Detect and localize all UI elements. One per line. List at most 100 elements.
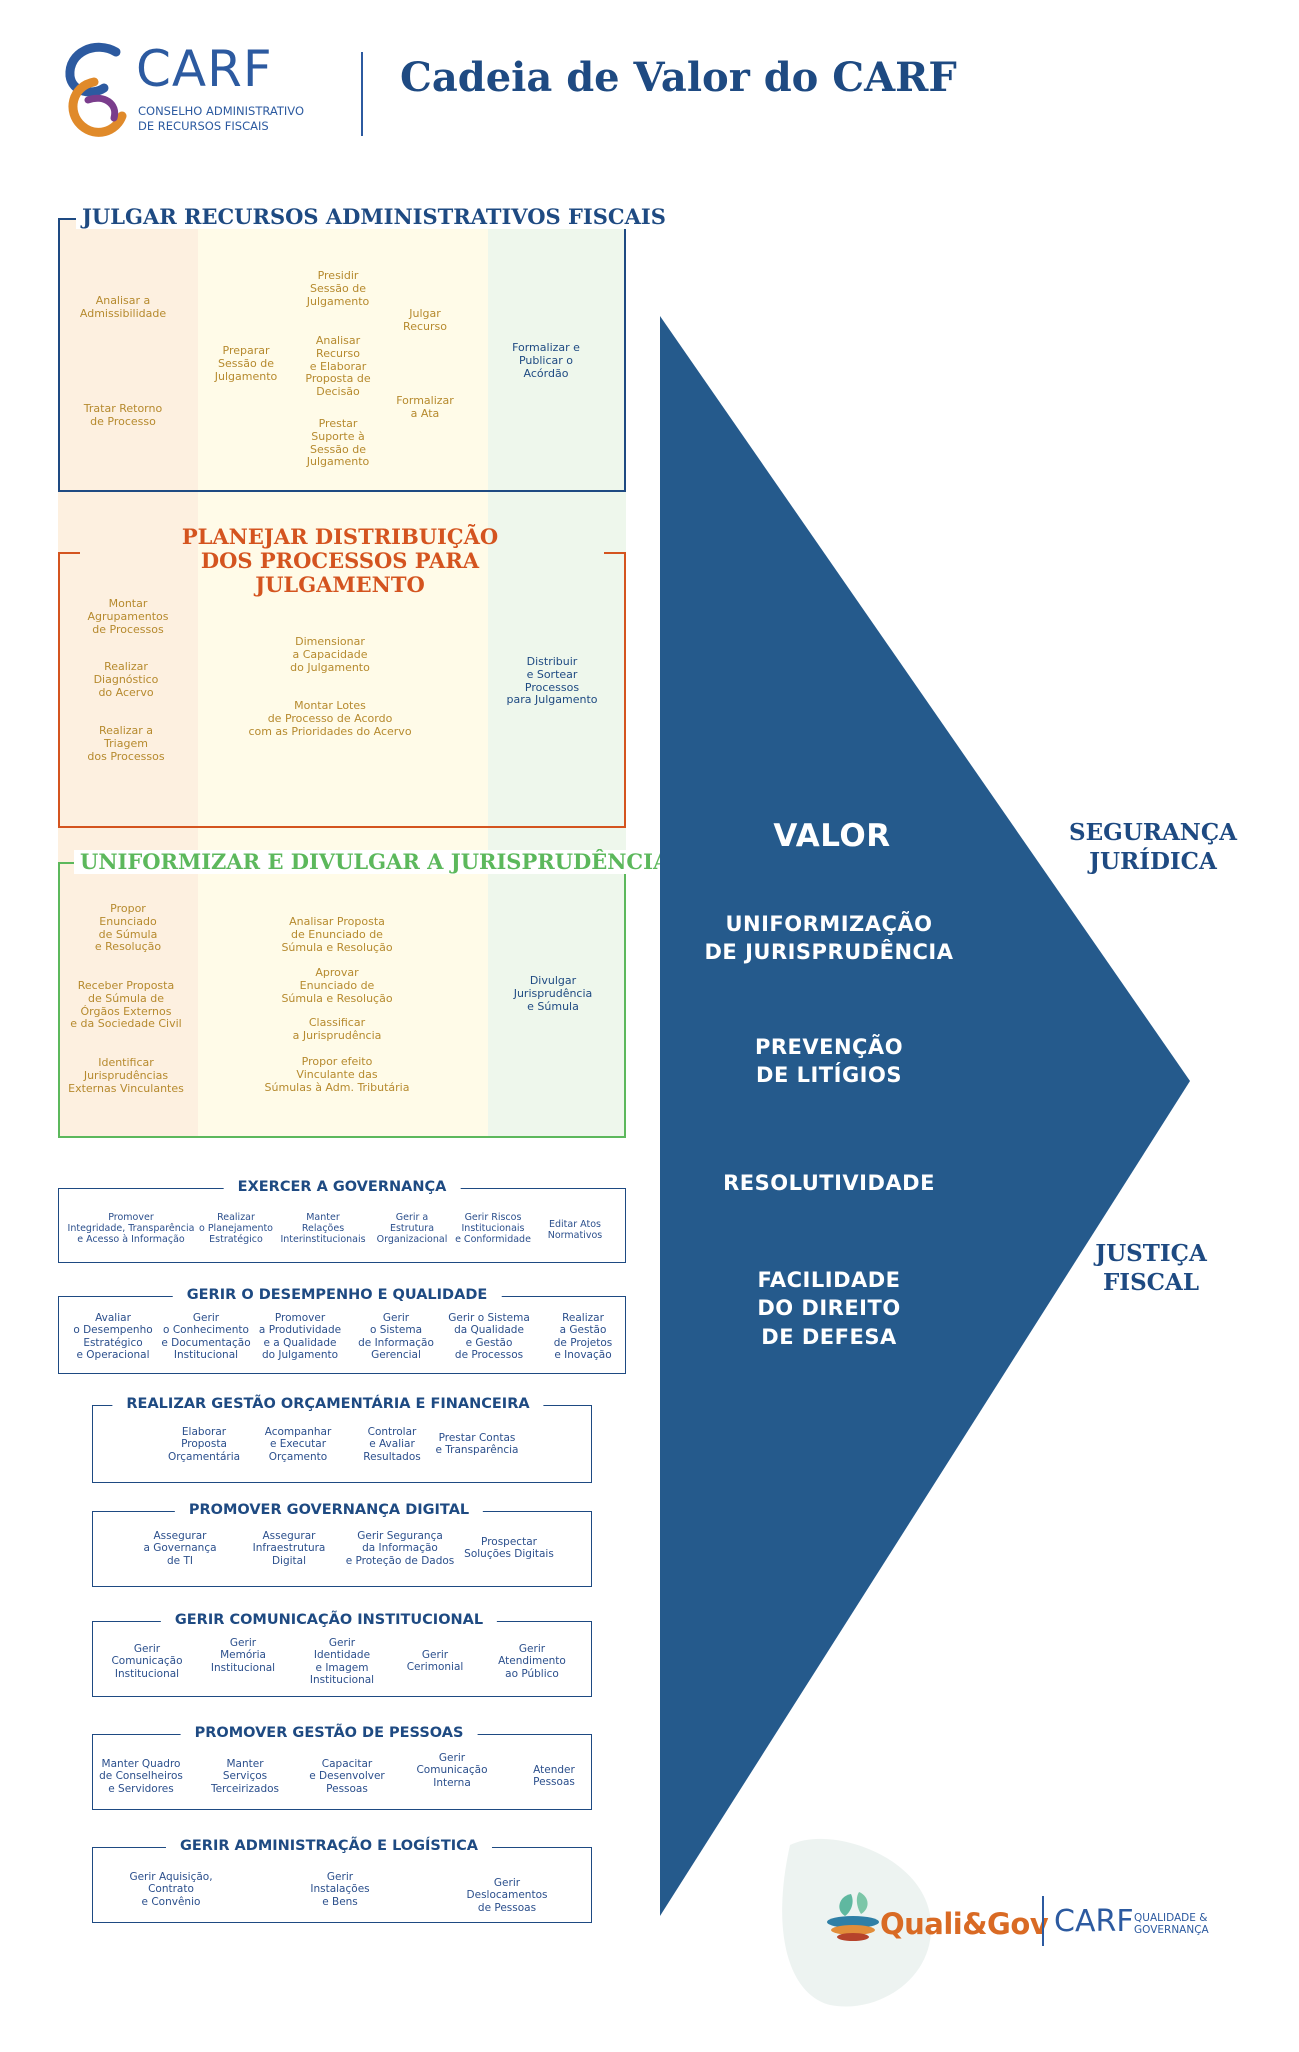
process-label: Propor efeito Vinculante das Súmulas à A…: [264, 1055, 410, 1094]
support-process-label: Promover Integridade, Transparência e Ac…: [67, 1212, 195, 1246]
macro-border: [58, 862, 626, 1138]
process-label: Analisar a Admissibilidade: [79, 294, 167, 320]
support-process-label: Atender Pessoas: [533, 1764, 575, 1789]
process-label: Propor Enunciado de Súmula e Resolução: [94, 902, 162, 954]
process-label: Julgar Recurso: [403, 307, 447, 333]
col-bg-2: [198, 492, 488, 828]
process-label: Distribuir e Sortear Processos para Julg…: [506, 655, 598, 707]
carf-logo: CARF CONSELHO ADMINISTRATIVO DE RECURSOS…: [58, 38, 358, 148]
value-arrow-chevron: [660, 316, 1190, 1916]
support-process-label: Acompanhar e Executar Orçamento: [264, 1426, 332, 1463]
col-bg-3: [488, 492, 626, 828]
carf-footer-brand: CARF: [1054, 1904, 1134, 1939]
process-label: Realizar Diagnóstico do Acervo: [93, 660, 159, 699]
process-label: Formalizar e Publicar o Acórdão: [512, 341, 580, 380]
top-line-left: [58, 552, 80, 554]
process-label: Identificar Jurisprudências Externas Vin…: [68, 1056, 184, 1095]
process-label: Formalizar a Ata: [396, 394, 454, 420]
support-process-label: Controlar e Avaliar Resultados: [363, 1426, 421, 1463]
support-process-label: Gerir Instalações e Bens: [310, 1871, 370, 1908]
support-process-label: Avaliar o Desempenho Estratégico e Opera…: [73, 1312, 153, 1362]
support-process-label: Gerir Segurança da Informação e Proteção…: [345, 1530, 455, 1567]
macro-planejar: [58, 492, 626, 828]
carf-footer-subtitle: QUALIDADE & GOVERNANÇA: [1134, 1912, 1209, 1936]
arrow-value: PREVENÇÃO DE LITÍGIOS: [754, 1035, 904, 1088]
top-line-left: [58, 862, 76, 864]
support-process-label: Gerir Identidade e Imagem Institucional: [309, 1637, 375, 1687]
macro-title-planejar: PLANEJAR DISTRIBUIÇÃO DOS PROCESSOS PARA…: [181, 524, 499, 598]
logo-name: CARF: [136, 40, 273, 98]
support-title: EXERCER A GOVERNANÇA: [223, 1179, 461, 1195]
support-process-label: Assegurar Infraestrutura Digital: [252, 1530, 326, 1567]
support-process-label: Gerir Memória Institucional: [210, 1637, 276, 1674]
logo-subtitle-1: CONSELHO ADMINISTRATIVO: [138, 104, 304, 118]
logo-subtitle-2: DE RECURSOS FISCAIS: [138, 119, 269, 133]
support-title: REALIZAR GESTÃO ORÇAMENTÁRIA E FINANCEIR…: [112, 1396, 544, 1412]
header-divider: [361, 52, 363, 136]
support-title: GERIR ADMINISTRAÇÃO E LOGÍSTICA: [165, 1838, 493, 1854]
process-label: Divulgar Jurisprudência e Súmula: [513, 974, 593, 1013]
macro-title-julgar: JULGAR RECURSOS ADMINISTRATIVOS FISCAIS: [76, 204, 672, 230]
support-process-label: Gerir Cerimonial: [406, 1649, 464, 1674]
process-label: Aprovar Enunciado de Súmula e Resolução: [281, 966, 393, 1005]
macro-border: [58, 552, 626, 828]
col-bg-3: [488, 218, 626, 492]
support-process-label: Gerir Riscos Institucionais e Conformida…: [455, 1212, 531, 1246]
support-process-label: Gerir o Sistema da Qualidade e Gestão de…: [448, 1312, 530, 1362]
support-process-label: Gerir Comunicação Institucional: [111, 1643, 183, 1680]
process-label: Montar Lotes de Processo de Acordo com a…: [248, 699, 412, 738]
col-bg-1: [58, 492, 198, 828]
support-process-label: Realizar o Planejamento Estratégico: [198, 1212, 274, 1246]
arrow-value: RESOLUTIVIDADE: [723, 1171, 935, 1195]
process-label: Preparar Sessão de Julgamento: [214, 344, 278, 383]
macro-title-uniformizar: UNIFORMIZAR E DIVULGAR A JURISPRUDÊNCIA: [74, 849, 676, 875]
footer-divider: [1042, 1896, 1044, 1946]
support-process-label: Assegurar a Governança de TI: [143, 1530, 217, 1567]
quali-gov-brand: Quali&Gov: [880, 1907, 1049, 1941]
top-line-left: [58, 218, 78, 220]
support-process-label: Prestar Contas e Transparência: [435, 1432, 519, 1457]
macro-uniformizar: [58, 828, 626, 1138]
support-process-label: Gerir a Estrutura Organizacional: [376, 1212, 448, 1246]
macro-border: [58, 218, 626, 492]
macro-julgar: [58, 218, 626, 492]
arrow-heading: VALOR: [773, 818, 891, 854]
page-title: Cadeia de Valor do CARF: [400, 54, 957, 101]
support-title: GERIR O DESEMPENHO E QUALIDADE: [172, 1287, 502, 1303]
process-label: Classificar a Jurisprudência: [292, 1016, 382, 1042]
support-process-label: Gerir Atendimento ao Público: [498, 1643, 566, 1680]
process-label: Presidir Sessão de Julgamento: [306, 269, 370, 308]
process-label: Dimensionar a Capacidade do Julgamento: [290, 635, 370, 674]
support-process-label: Gerir o Sistema de Informação Gerencial: [358, 1312, 434, 1362]
result-label: SEGURANÇA JURÍDICA: [1069, 819, 1237, 875]
support-title: PROMOVER GOVERNANÇA DIGITAL: [174, 1502, 484, 1518]
process-label: Receber Proposta de Súmula de Órgãos Ext…: [70, 979, 182, 1031]
support-title: PROMOVER GESTÃO DE PESSOAS: [180, 1725, 478, 1741]
col-bg-3: [488, 828, 626, 1138]
col-bg-2: [198, 828, 488, 1138]
carf-emblem-icon: [65, 42, 127, 137]
process-label: Analisar Recurso e Elaborar Proposta de …: [305, 334, 371, 398]
support-process-label: Manter Serviços Terceirizados: [210, 1758, 280, 1795]
col-bg-1: [58, 218, 198, 492]
support-title: GERIR COMUNICAÇÃO INSTITUCIONAL: [160, 1612, 498, 1628]
col-bg-1: [58, 828, 198, 1138]
support-process-label: Manter Relações Interinstitucionais: [280, 1212, 366, 1246]
process-label: Realizar a Triagem dos Processos: [87, 724, 165, 763]
support-process-label: Prospectar Soluções Digitais: [464, 1536, 554, 1561]
support-process-label: Realizar a Gestão de Projetos e Inovação: [553, 1312, 613, 1362]
arrow-value: FACILIDADE DO DIREITO DE DEFESA: [757, 1268, 901, 1349]
support-process-label: Gerir Aquisição, Contrato e Convênio: [129, 1871, 213, 1908]
process-label: Montar Agrupamentos de Processos: [87, 597, 169, 636]
top-line-right: [604, 552, 626, 554]
quali-gov-emblem-icon: [827, 1892, 879, 1941]
result-label: JUSTIÇA FISCAL: [1095, 1240, 1207, 1296]
support-process-label: Gerir o Conhecimento e Documentação Inst…: [161, 1312, 251, 1362]
process-label: Prestar Suporte à Sessão de Julgamento: [306, 417, 370, 469]
support-process-label: Manter Quadro de Conselheiros e Servidor…: [99, 1758, 183, 1795]
support-process-label: Editar Atos Normativos: [547, 1219, 603, 1242]
process-label: Tratar Retorno de Processo: [83, 402, 163, 428]
col-bg-2: [198, 218, 488, 492]
support-process-label: Gerir Deslocamentos de Pessoas: [466, 1877, 548, 1914]
support-process-label: Promover a Produtividade e a Qualidade d…: [258, 1312, 342, 1362]
